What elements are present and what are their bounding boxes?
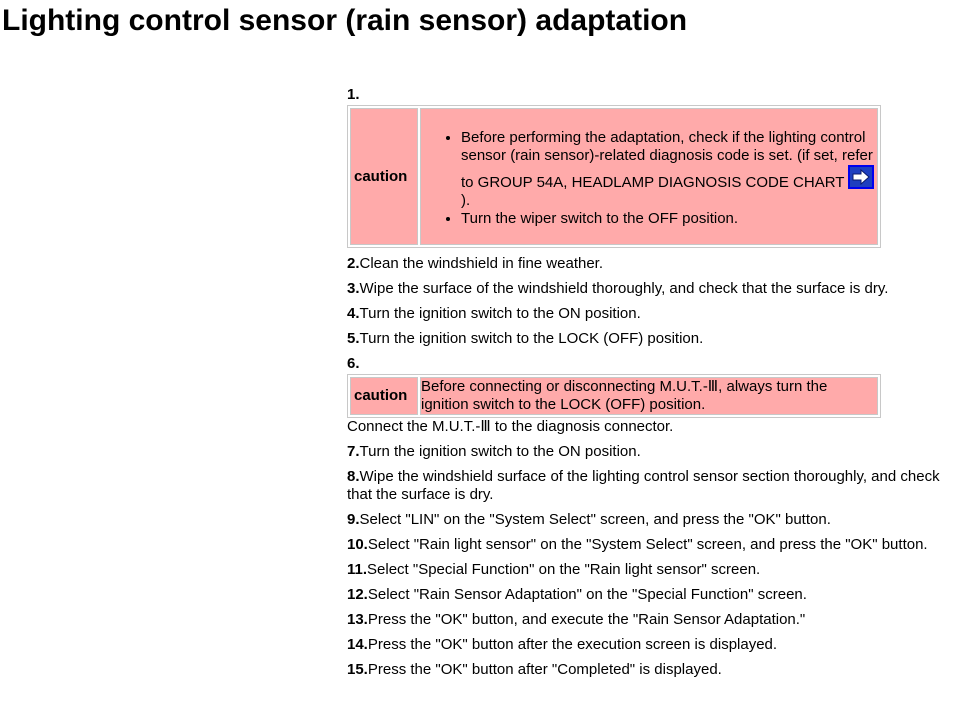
step-text: Press the "OK" button, and execute the "… bbox=[367, 611, 806, 628]
step-14: 14.Press the "OK" button after the execu… bbox=[347, 636, 962, 654]
caution-bullet-text-end: ). bbox=[461, 192, 471, 209]
step-number: 9. bbox=[347, 511, 360, 528]
caution-body: Before performing the adaptation, check … bbox=[420, 108, 878, 245]
step-number: 10. bbox=[347, 536, 368, 553]
right-arrow-link-icon bbox=[852, 168, 871, 186]
step-13: 13.Press the "OK" button, and execute th… bbox=[347, 611, 962, 629]
step-number: 4. bbox=[347, 305, 360, 322]
step-9: 9.Select "LIN" on the "System Select" sc… bbox=[347, 511, 962, 529]
procedure-content: 1. caution Before performing the adaptat… bbox=[347, 86, 962, 679]
step-11: 11.Select "Special Function" on the "Rai… bbox=[347, 561, 962, 579]
step-text: Turn the ignition switch to the ON posit… bbox=[359, 443, 641, 460]
caution-box-2: caution Before connecting or disconnecti… bbox=[347, 374, 881, 418]
step-12: 12.Select "Rain Sensor Adaptation" on th… bbox=[347, 586, 962, 604]
step-3: 3.Wipe the surface of the windshield tho… bbox=[347, 280, 962, 298]
step-text: Select "LIN" on the "System Select" scre… bbox=[359, 511, 831, 528]
caution-body: Before connecting or disconnecting M.U.T… bbox=[420, 377, 878, 415]
step-text: Clean the windshield in fine weather. bbox=[359, 255, 604, 272]
caution-label: caution bbox=[350, 377, 418, 415]
step-number: 13. bbox=[347, 611, 368, 628]
step-number: 3. bbox=[347, 280, 360, 297]
step-number: 7. bbox=[347, 443, 360, 460]
caution-bullet: Before performing the adaptation, check … bbox=[461, 129, 875, 210]
step-number: 12. bbox=[347, 586, 368, 603]
step-text: Turn the ignition switch to the LOCK (OF… bbox=[359, 330, 704, 347]
step-number: 5. bbox=[347, 330, 360, 347]
step-text: Select "Rain light sensor" on the "Syste… bbox=[367, 536, 928, 553]
step-text: Select "Special Function" on the "Rain l… bbox=[367, 561, 761, 578]
step-number: 15. bbox=[347, 661, 368, 678]
page-title: Lighting control sensor (rain sensor) ad… bbox=[2, 4, 688, 37]
caution-bullet-list: Before performing the adaptation, check … bbox=[421, 129, 875, 228]
step-7: 7.Turn the ignition switch to the ON pos… bbox=[347, 443, 962, 461]
step-number: 6. bbox=[347, 355, 360, 372]
step-number: 11. bbox=[347, 561, 368, 578]
caution-label: caution bbox=[350, 108, 418, 245]
step-2: 2.Clean the windshield in fine weather. bbox=[347, 255, 962, 273]
step-text: Wipe the surface of the windshield thoro… bbox=[359, 280, 889, 297]
step-number: 14. bbox=[347, 636, 368, 653]
caution-bullet: Turn the wiper switch to the OFF positio… bbox=[461, 210, 875, 228]
step-5: 5.Turn the ignition switch to the LOCK (… bbox=[347, 330, 962, 348]
caution-box-1: caution Before performing the adaptation… bbox=[347, 105, 881, 248]
step-number: 1. bbox=[347, 86, 360, 103]
step-10: 10.Select "Rain light sensor" on the "Sy… bbox=[347, 536, 962, 554]
step-text: Wipe the windshield surface of the light… bbox=[347, 468, 940, 503]
step-number: 2. bbox=[347, 255, 360, 272]
step-text: Press the "OK" button after the executio… bbox=[367, 636, 778, 653]
step-text: Press the "OK" button after "Completed" … bbox=[367, 661, 722, 678]
step-text: Select "Rain Sensor Adaptation" on the "… bbox=[367, 586, 807, 603]
diagnosis-chart-link[interactable] bbox=[848, 165, 875, 189]
step-15: 15.Press the "OK" button after "Complete… bbox=[347, 661, 962, 679]
step-4: 4.Turn the ignition switch to the ON pos… bbox=[347, 305, 962, 323]
caution-bullet-text: Before performing the adaptation, check … bbox=[461, 129, 873, 191]
step-text: Turn the ignition switch to the ON posit… bbox=[359, 305, 641, 322]
step-number: 8. bbox=[347, 468, 360, 485]
step-8: 8.Wipe the windshield surface of the lig… bbox=[347, 468, 962, 504]
step-6-text: Connect the M.U.T.-Ⅲ to the diagnosis co… bbox=[347, 418, 674, 435]
